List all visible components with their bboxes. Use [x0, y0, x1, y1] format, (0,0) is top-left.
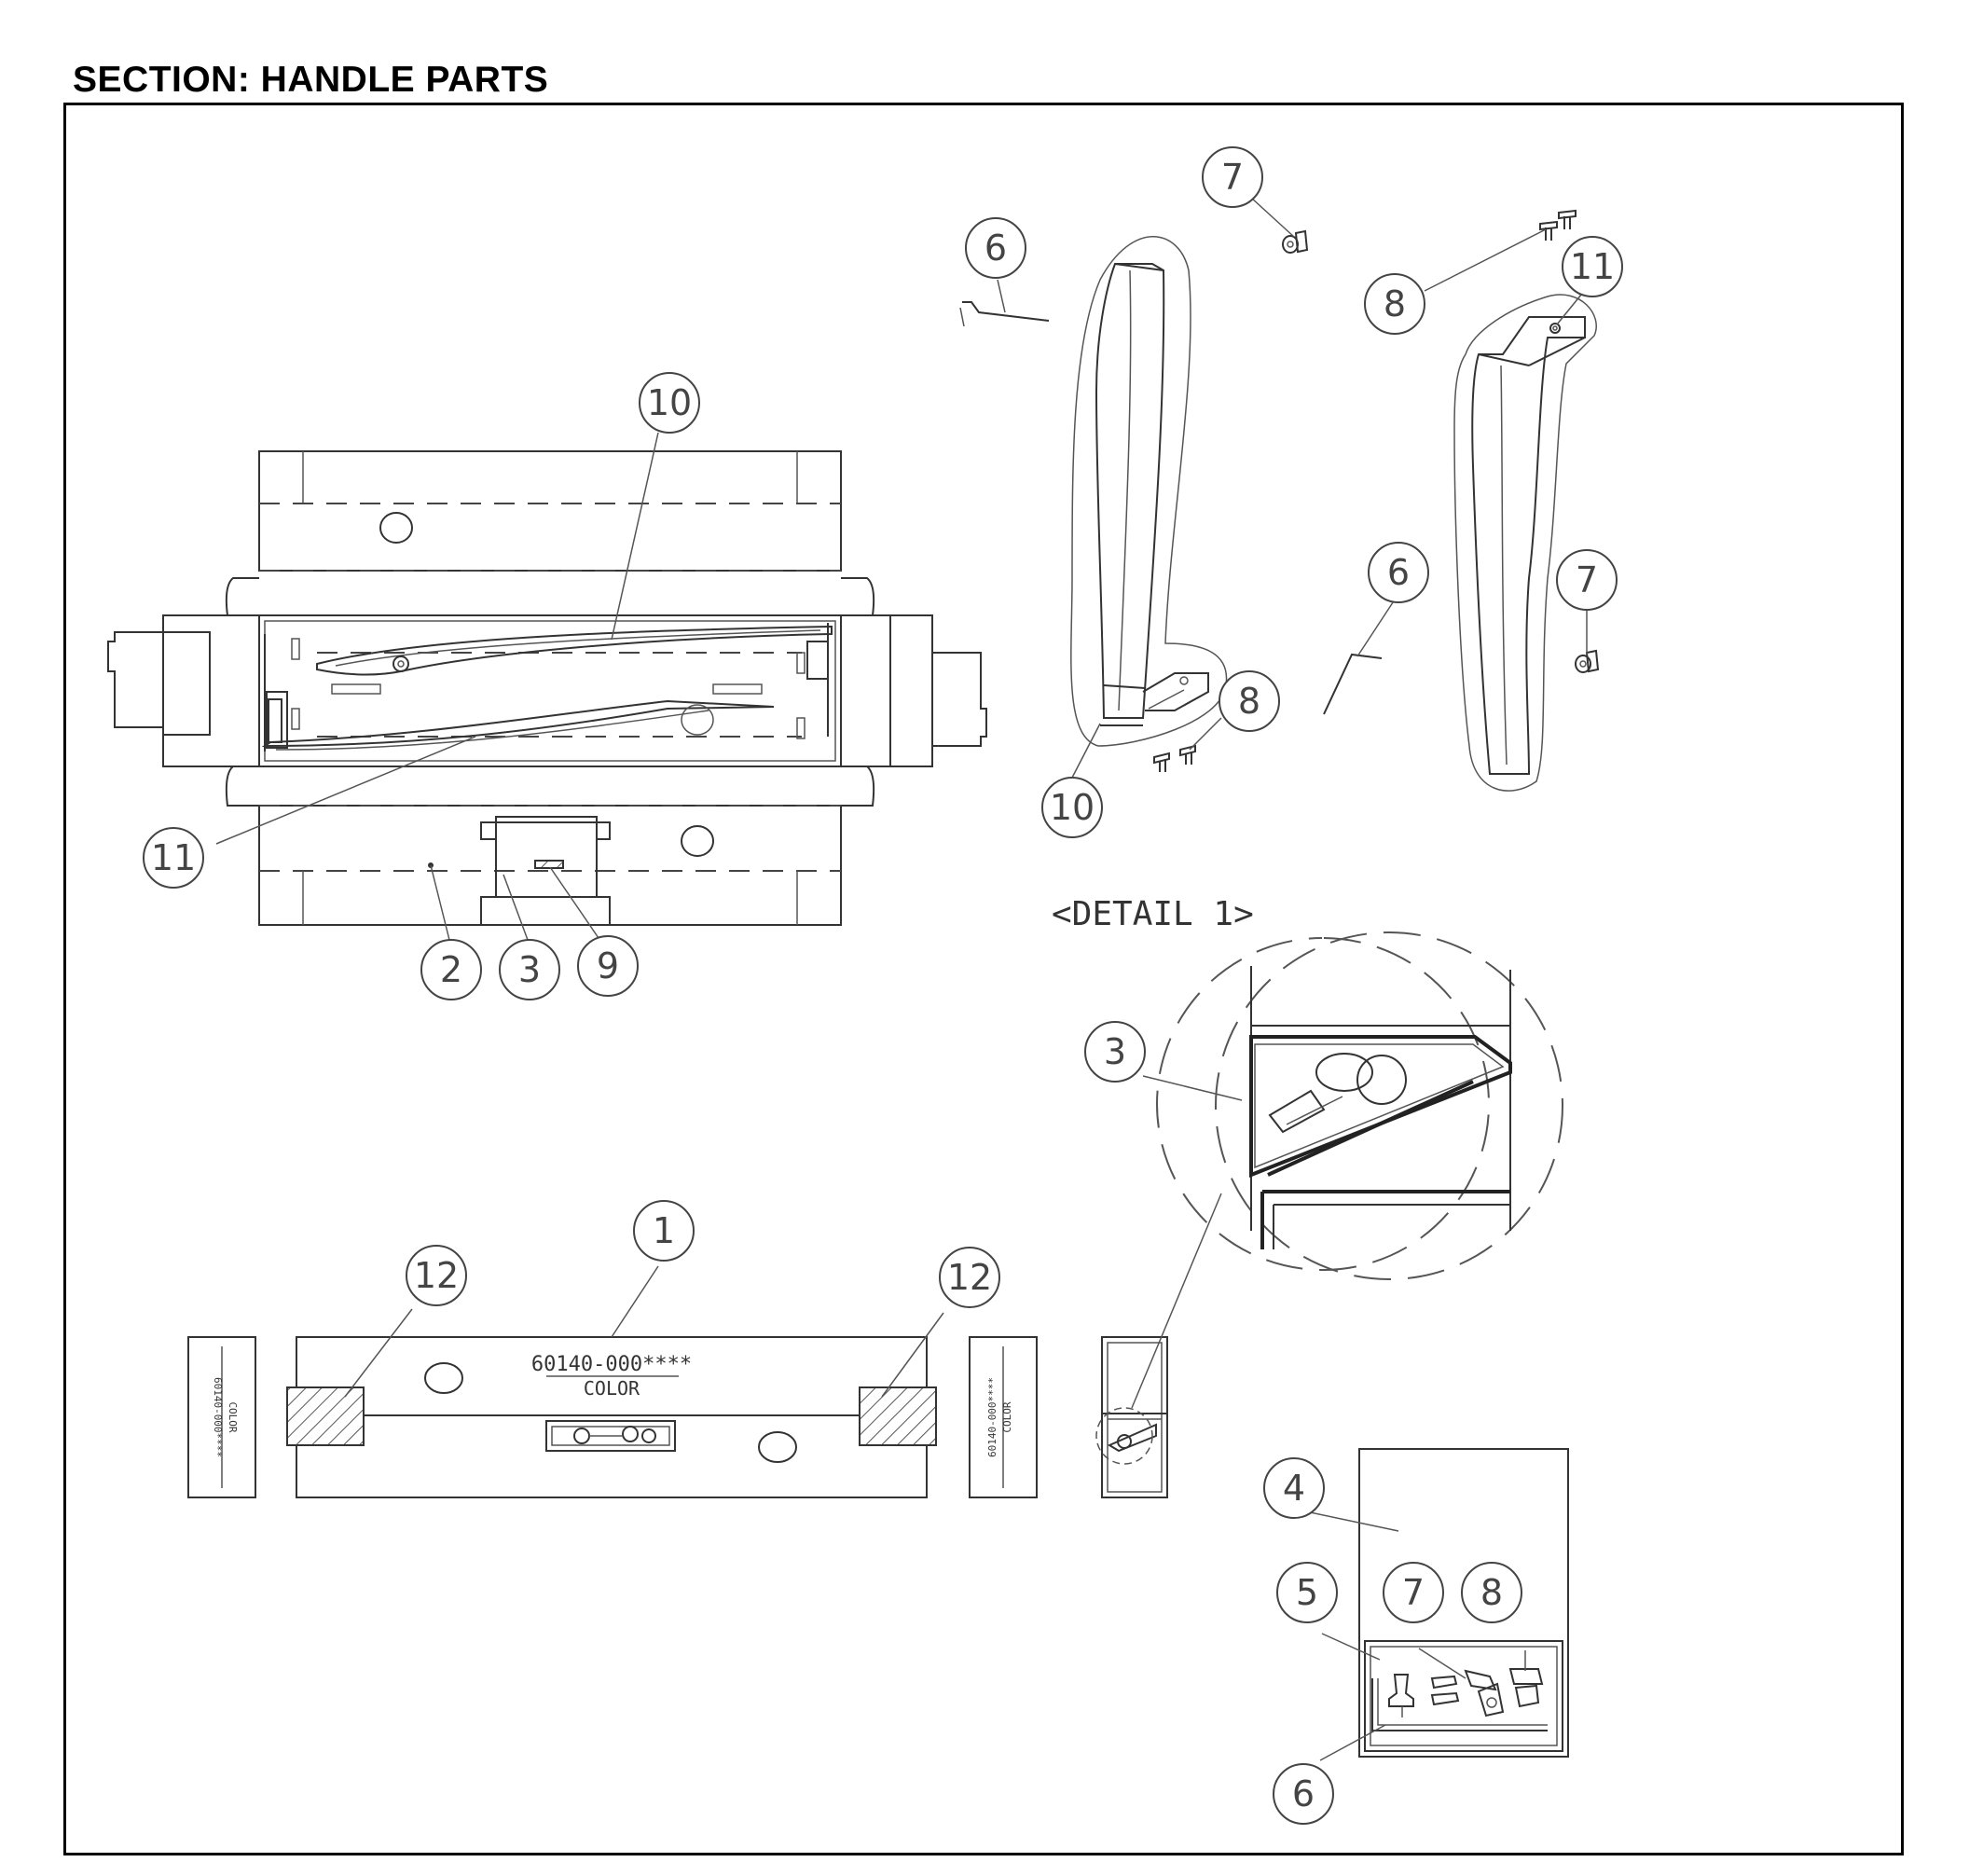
- callout-11-box-handle: 11: [143, 827, 204, 889]
- box-part-number: 60140-000****: [531, 1353, 692, 1376]
- open-box-top-view: [107, 450, 987, 926]
- box-end-right: 60140-000**** COLOR: [969, 1336, 1038, 1498]
- end-right-color: COLOR: [1001, 1401, 1013, 1432]
- callout-7-right-screw: 7: [1556, 549, 1618, 611]
- svg-text:8: 8: [1384, 283, 1406, 324]
- box-front: 60140-000**** COLOR: [286, 1336, 937, 1498]
- svg-text:2: 2: [440, 949, 462, 990]
- screw-part-7-right: [1575, 649, 1600, 673]
- handle-assembly-left: [1070, 236, 1228, 747]
- handle-part-10: [316, 625, 833, 676]
- end-left-color: COLOR: [227, 1401, 239, 1432]
- callout-7-top-screw: 7: [1202, 146, 1263, 208]
- svg-text:11: 11: [151, 837, 196, 878]
- detail-1-view: [1156, 931, 1563, 1280]
- box-end-left: 60140-000**** COLOR: [187, 1336, 256, 1498]
- callout-8-bag-screws: 8: [1461, 1562, 1522, 1623]
- box-hole: [681, 825, 714, 857]
- svg-text:3: 3: [1104, 1031, 1126, 1072]
- handle-assembly-right: [1453, 294, 1597, 792]
- handle-11-body: [1471, 316, 1586, 775]
- svg-text:10: 10: [647, 382, 692, 423]
- detail-label: <DETAIL 1>: [1052, 895, 1254, 933]
- svg-text:11: 11: [1570, 246, 1615, 287]
- svg-text:3: 3: [518, 949, 541, 990]
- callout-2-box: 2: [420, 939, 482, 1000]
- svg-text:7: 7: [1221, 157, 1244, 198]
- box-upper-flap: [258, 450, 842, 572]
- screw-part-8-left: [1153, 744, 1196, 772]
- drawing-frame: [63, 103, 1904, 1855]
- svg-text:4: 4: [1283, 1468, 1305, 1509]
- callout-5-inner-bag: 5: [1276, 1562, 1338, 1623]
- svg-text:8: 8: [1238, 681, 1260, 722]
- foam-pad-part-12-right: [859, 1386, 937, 1446]
- box-tray: [258, 614, 842, 767]
- svg-text:8: 8: [1480, 1572, 1503, 1613]
- svg-text:10: 10: [1050, 787, 1095, 828]
- callout-4-bag: 4: [1263, 1457, 1325, 1519]
- callout-10-box-handle: 10: [639, 372, 700, 434]
- callout-6-bag-key: 6: [1273, 1763, 1334, 1825]
- handle-part-11: [261, 699, 775, 748]
- callout-12-right-pad: 12: [939, 1247, 1000, 1308]
- box-hole: [379, 512, 413, 544]
- callout-12-left-pad: 12: [406, 1245, 467, 1306]
- callout-11-right-handle: 11: [1562, 236, 1623, 297]
- box-color-label: COLOR: [584, 1377, 640, 1400]
- screw-part-7-top: [1282, 229, 1309, 254]
- svg-text:1: 1: [653, 1210, 675, 1251]
- svg-text:7: 7: [1402, 1572, 1425, 1613]
- svg-text:12: 12: [414, 1255, 459, 1296]
- callout-3-bag: 3: [499, 939, 560, 1000]
- callout-8-left-screws: 8: [1219, 670, 1280, 732]
- page-title: SECTION: HANDLE PARTS: [73, 60, 549, 100]
- callout-6-allen-key-mid: 6: [1368, 542, 1429, 603]
- svg-text:12: 12: [947, 1257, 992, 1298]
- end-left-part-number: 60140-000****: [212, 1377, 224, 1457]
- callout-9-label: 9: [577, 935, 639, 997]
- svg-text:6: 6: [984, 228, 1007, 269]
- callout-8-top-screws: 8: [1364, 273, 1425, 335]
- callout-10-left-handle: 10: [1041, 777, 1103, 838]
- callout-3-detail: 3: [1084, 1021, 1146, 1083]
- leader-lines: [215, 197, 1588, 1761]
- svg-text:6: 6: [1387, 552, 1410, 593]
- allen-key-part-6-top: [962, 301, 1050, 322]
- accessory-bag-part-4: [1358, 1448, 1569, 1758]
- box-section-view: [1095, 1336, 1168, 1498]
- svg-text:9: 9: [597, 945, 619, 986]
- accessory-bag: [495, 816, 598, 898]
- handle-10-body: [1095, 263, 1165, 719]
- svg-text:7: 7: [1576, 559, 1598, 600]
- callout-7-bag-screws: 7: [1383, 1562, 1444, 1623]
- end-right-part-number: 60140-000****: [986, 1377, 998, 1457]
- svg-text:6: 6: [1292, 1773, 1315, 1814]
- allen-key-part-6-mid: [1323, 653, 1383, 715]
- box-window: [545, 1420, 676, 1452]
- callout-6-allen-key-top: 6: [965, 217, 1026, 279]
- callout-1-box-front: 1: [633, 1200, 695, 1262]
- svg-text:5: 5: [1296, 1572, 1318, 1613]
- foam-pad-part-12-left: [286, 1386, 365, 1446]
- label-part-9: [534, 860, 564, 869]
- screw-part-8-top: [1539, 209, 1577, 241]
